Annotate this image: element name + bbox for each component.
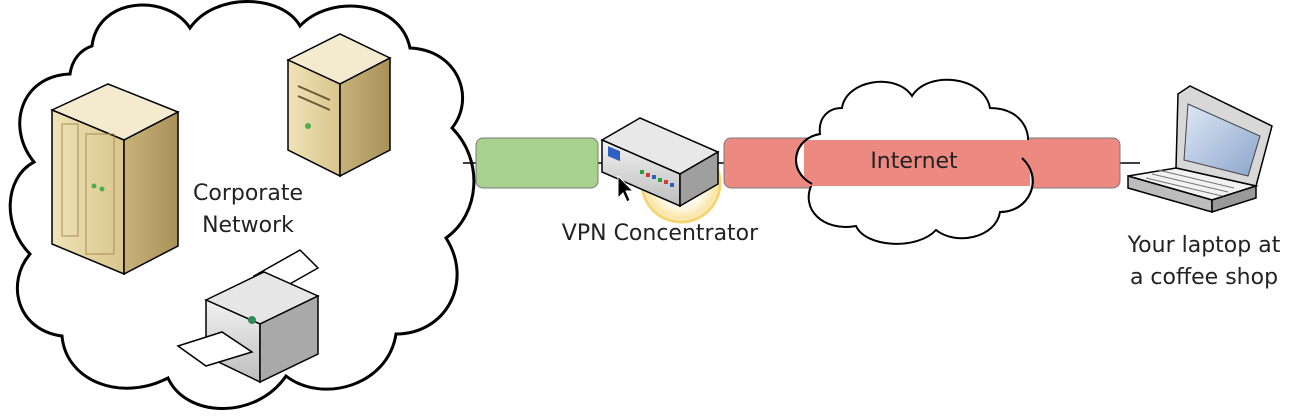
corporate-network-label: Corporate Network — [178, 178, 318, 242]
internet-cloud-outline-overlay — [795, 133, 1034, 213]
laptop-label-line2: a coffee shop — [1129, 265, 1279, 290]
corporate-network-label-line1: Corporate — [193, 181, 303, 206]
internet-label: Internet — [870, 149, 958, 174]
laptop-icon — [1127, 85, 1273, 214]
secure-tunnel-segment — [475, 137, 599, 189]
printer-icon — [176, 249, 320, 384]
vpn-concentrator-label: VPN Concentrator — [561, 221, 759, 246]
laptop-label-line1: Your laptop at — [1127, 233, 1281, 258]
mouse-cursor-icon — [617, 174, 635, 203]
tower-server-icon — [50, 83, 180, 276]
small-server-icon — [286, 33, 392, 178]
vpn-concentrator-icon — [600, 117, 720, 208]
laptop-label: Your laptop at a coffee shop — [1116, 230, 1292, 294]
internet-cloud-tunnel-band — [804, 140, 1030, 186]
corporate-network-label-line2: Network — [202, 213, 294, 238]
